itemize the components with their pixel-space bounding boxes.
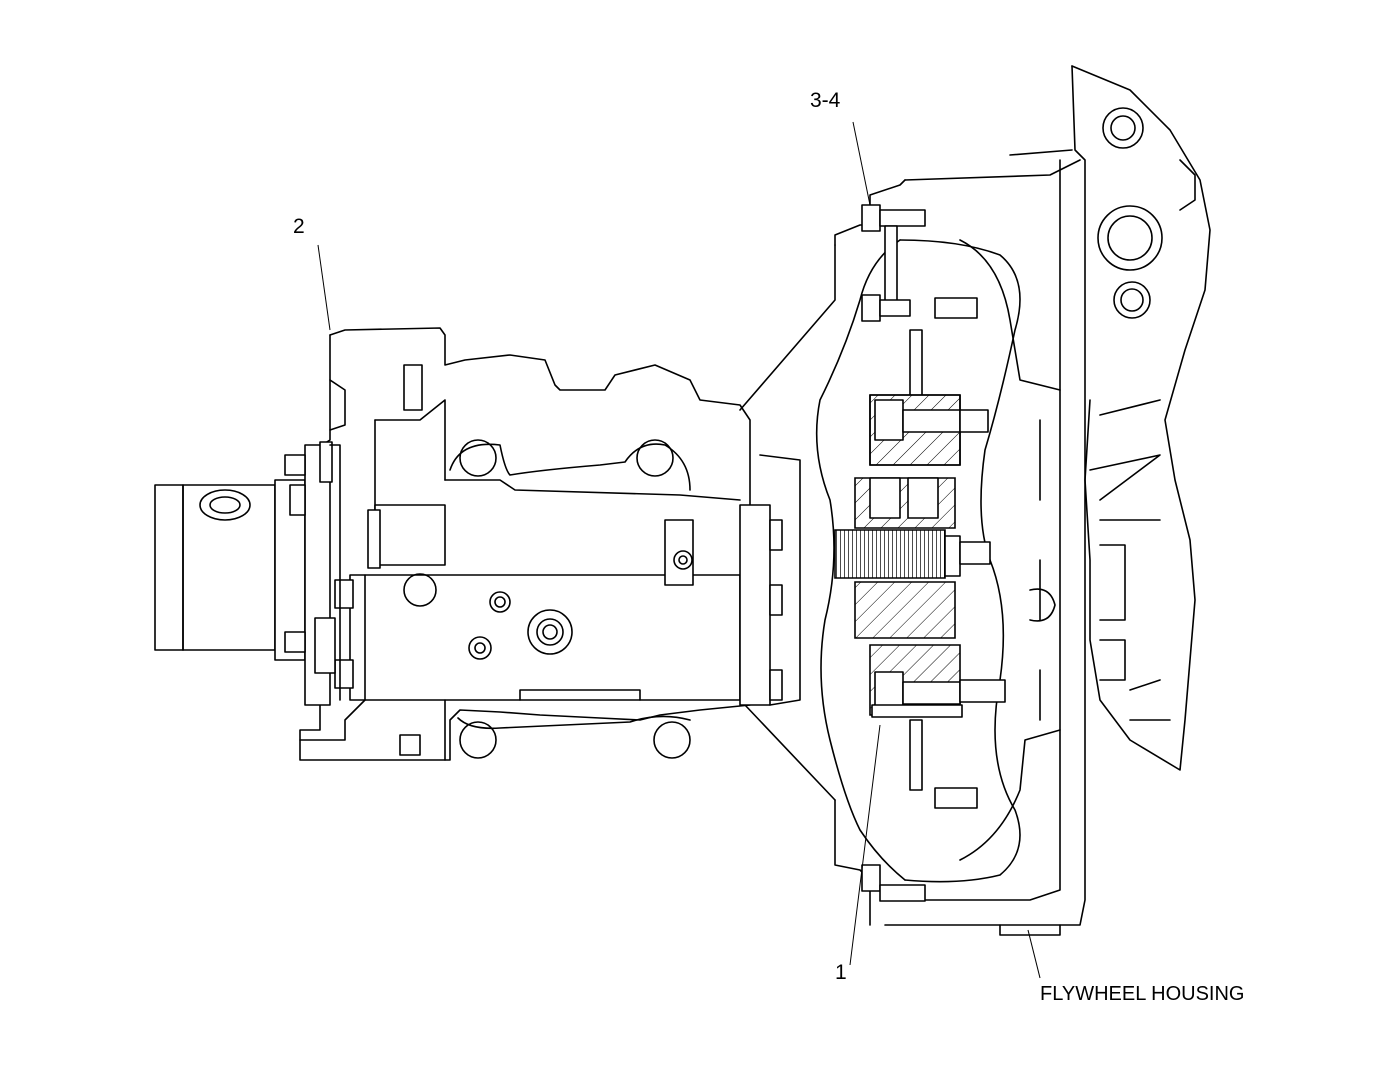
leader-lines [318, 122, 1040, 978]
callout-2: 2 [293, 215, 305, 238]
callout-1: 1 [835, 961, 847, 984]
flywheel-housing [885, 66, 1210, 935]
callout-3-4: 3-4 [810, 89, 841, 112]
flywheel-housing-label: FLYWHEEL HOUSING [1040, 983, 1245, 1005]
hydraulic-pump [300, 328, 800, 760]
mounting-bolts [862, 205, 977, 901]
pump-end-cap [155, 442, 340, 705]
coupling-hub [835, 395, 1005, 717]
